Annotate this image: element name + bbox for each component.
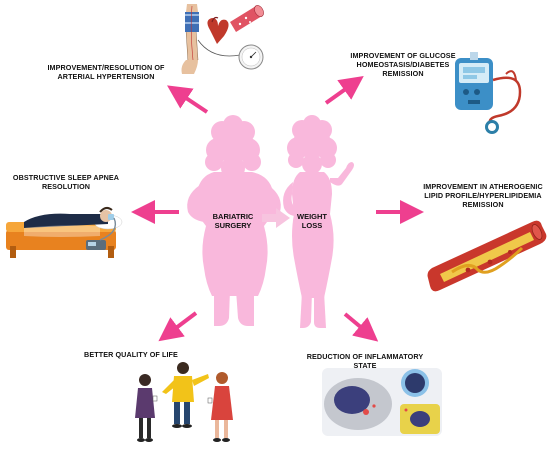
quality-of-life-label: BETTER QUALITY OF LIFE [84,350,178,359]
obese-figure-silhouette [187,115,281,326]
slim-figure-silhouette [283,115,354,328]
arrow-to-diabetes [324,76,364,105]
inflammation-label: REDUCTION OF INFLAMMATORY STATE [306,352,424,370]
arrow-to-quality [158,311,198,342]
outcome-arrows [131,76,424,342]
lipid-artery-illustration [427,220,547,292]
weight-loss-label: WEIGHT LOSS [297,212,327,230]
apnea-label: OBSTRUCTIVE SLEEP APNEA RESOLUTION [12,173,120,191]
hypertension-label: IMPROVEMENT/RESOLUTION OF ARTERIAL HYPER… [47,63,165,81]
arrow-to-inflammation [343,312,379,342]
quality-of-life-illustration [135,362,233,442]
inflammation-cells-illustration [322,368,442,436]
bariatric-surgery-label: BARIATRIC SURGERY [212,212,254,230]
center-arrow [262,208,290,228]
lipid-label: IMPROVEMENT IN ATHEROGENIC LIPID PROFILE… [423,182,543,209]
sleep-apnea-illustration [6,206,123,258]
diabetes-illustration [455,52,522,134]
diabetes-label: IMPROVEMENT OF GLUCOSE HOMEOSTASIS/DIABE… [350,51,456,78]
hypertension-illustration [181,4,264,74]
arrow-to-hypertension [167,85,209,114]
